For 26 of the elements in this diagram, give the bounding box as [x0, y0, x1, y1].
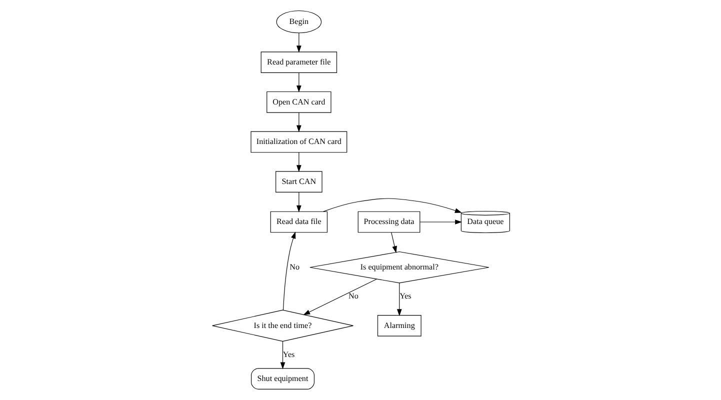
arrow — [322, 198, 462, 213]
arrow — [280, 341, 285, 370]
node-box: Start CAN — [275, 171, 322, 193]
arrow — [396, 282, 402, 316]
arrow — [296, 112, 301, 132]
node-ellipse: Begin — [276, 10, 322, 34]
node-box: Alarming — [376, 315, 421, 336]
arrow — [296, 32, 301, 53]
arrow — [302, 278, 376, 316]
arrow — [296, 152, 301, 172]
arrow — [282, 232, 296, 310]
node-diamond: Is equipment abnormal? — [309, 251, 489, 284]
edge-label: No — [289, 262, 300, 272]
arrow — [390, 232, 396, 254]
edge-label: Yes — [399, 292, 411, 301]
arrow — [296, 192, 301, 212]
node-box: Read parameter file — [260, 52, 337, 73]
node-box: Read data file — [270, 211, 327, 233]
node-box: Shut equipment — [250, 368, 314, 390]
arrow — [296, 72, 301, 92]
edge-label: No — [348, 292, 358, 301]
node-box: Open CAN card — [266, 91, 331, 113]
edge-label: Yes — [282, 350, 294, 359]
node-box: Processing data — [357, 211, 420, 233]
arrow — [419, 220, 462, 224]
node-box: Initialization of CAN card — [250, 131, 347, 153]
